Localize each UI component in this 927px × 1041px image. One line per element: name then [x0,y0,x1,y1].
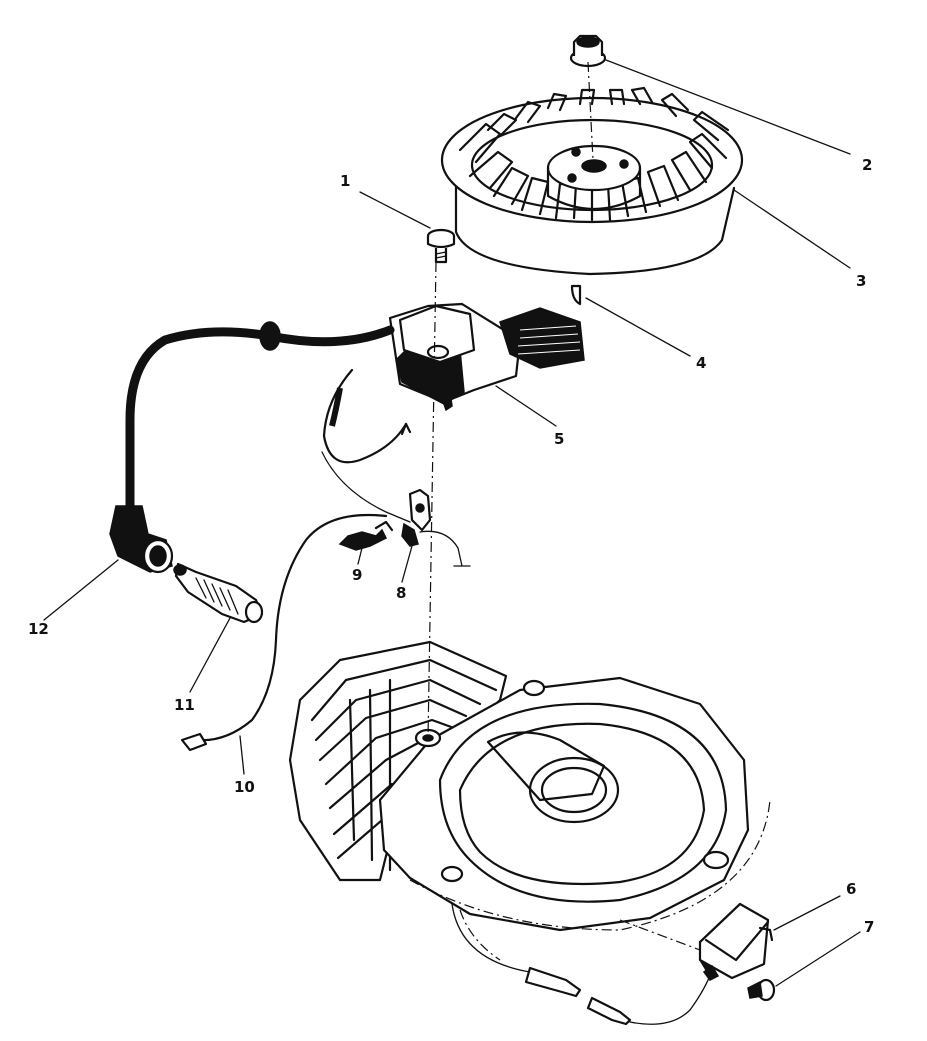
callout-9: 9 [352,566,362,584]
part-1-screw[interactable] [426,228,456,264]
callout-10: 10 [234,778,255,796]
part-5-ignition-coil[interactable] [388,302,585,412]
callout-11: 11 [174,696,195,714]
engine-block [288,640,771,961]
callout-4: 4 [696,354,706,372]
part-11-spark-plug[interactable] [173,562,264,624]
leader-lines [43,59,861,987]
part-3-flywheel[interactable] [440,86,744,276]
high-tension-lead [125,321,395,515]
callout-2: 2 [862,156,872,174]
wire-connectors [451,903,720,1026]
callout-8: 8 [396,584,406,602]
part-7-screw[interactable] [747,978,776,1002]
callout-1: 1 [340,172,350,190]
callout-7: 7 [864,918,874,936]
callout-6: 6 [846,880,856,898]
part-2-flywheel-nut[interactable] [569,34,607,68]
callout-5: 5 [554,430,564,448]
part-9-screw[interactable] [338,520,394,551]
callout-3: 3 [856,272,866,290]
part-10-wire-lead[interactable] [180,513,388,752]
part-6-module[interactable] [698,902,774,980]
part-8-ground-clip[interactable] [401,488,432,547]
part-12-spark-plug-boot[interactable] [109,505,174,574]
callout-12: 12 [28,620,49,638]
part-4-key[interactable] [570,284,582,306]
